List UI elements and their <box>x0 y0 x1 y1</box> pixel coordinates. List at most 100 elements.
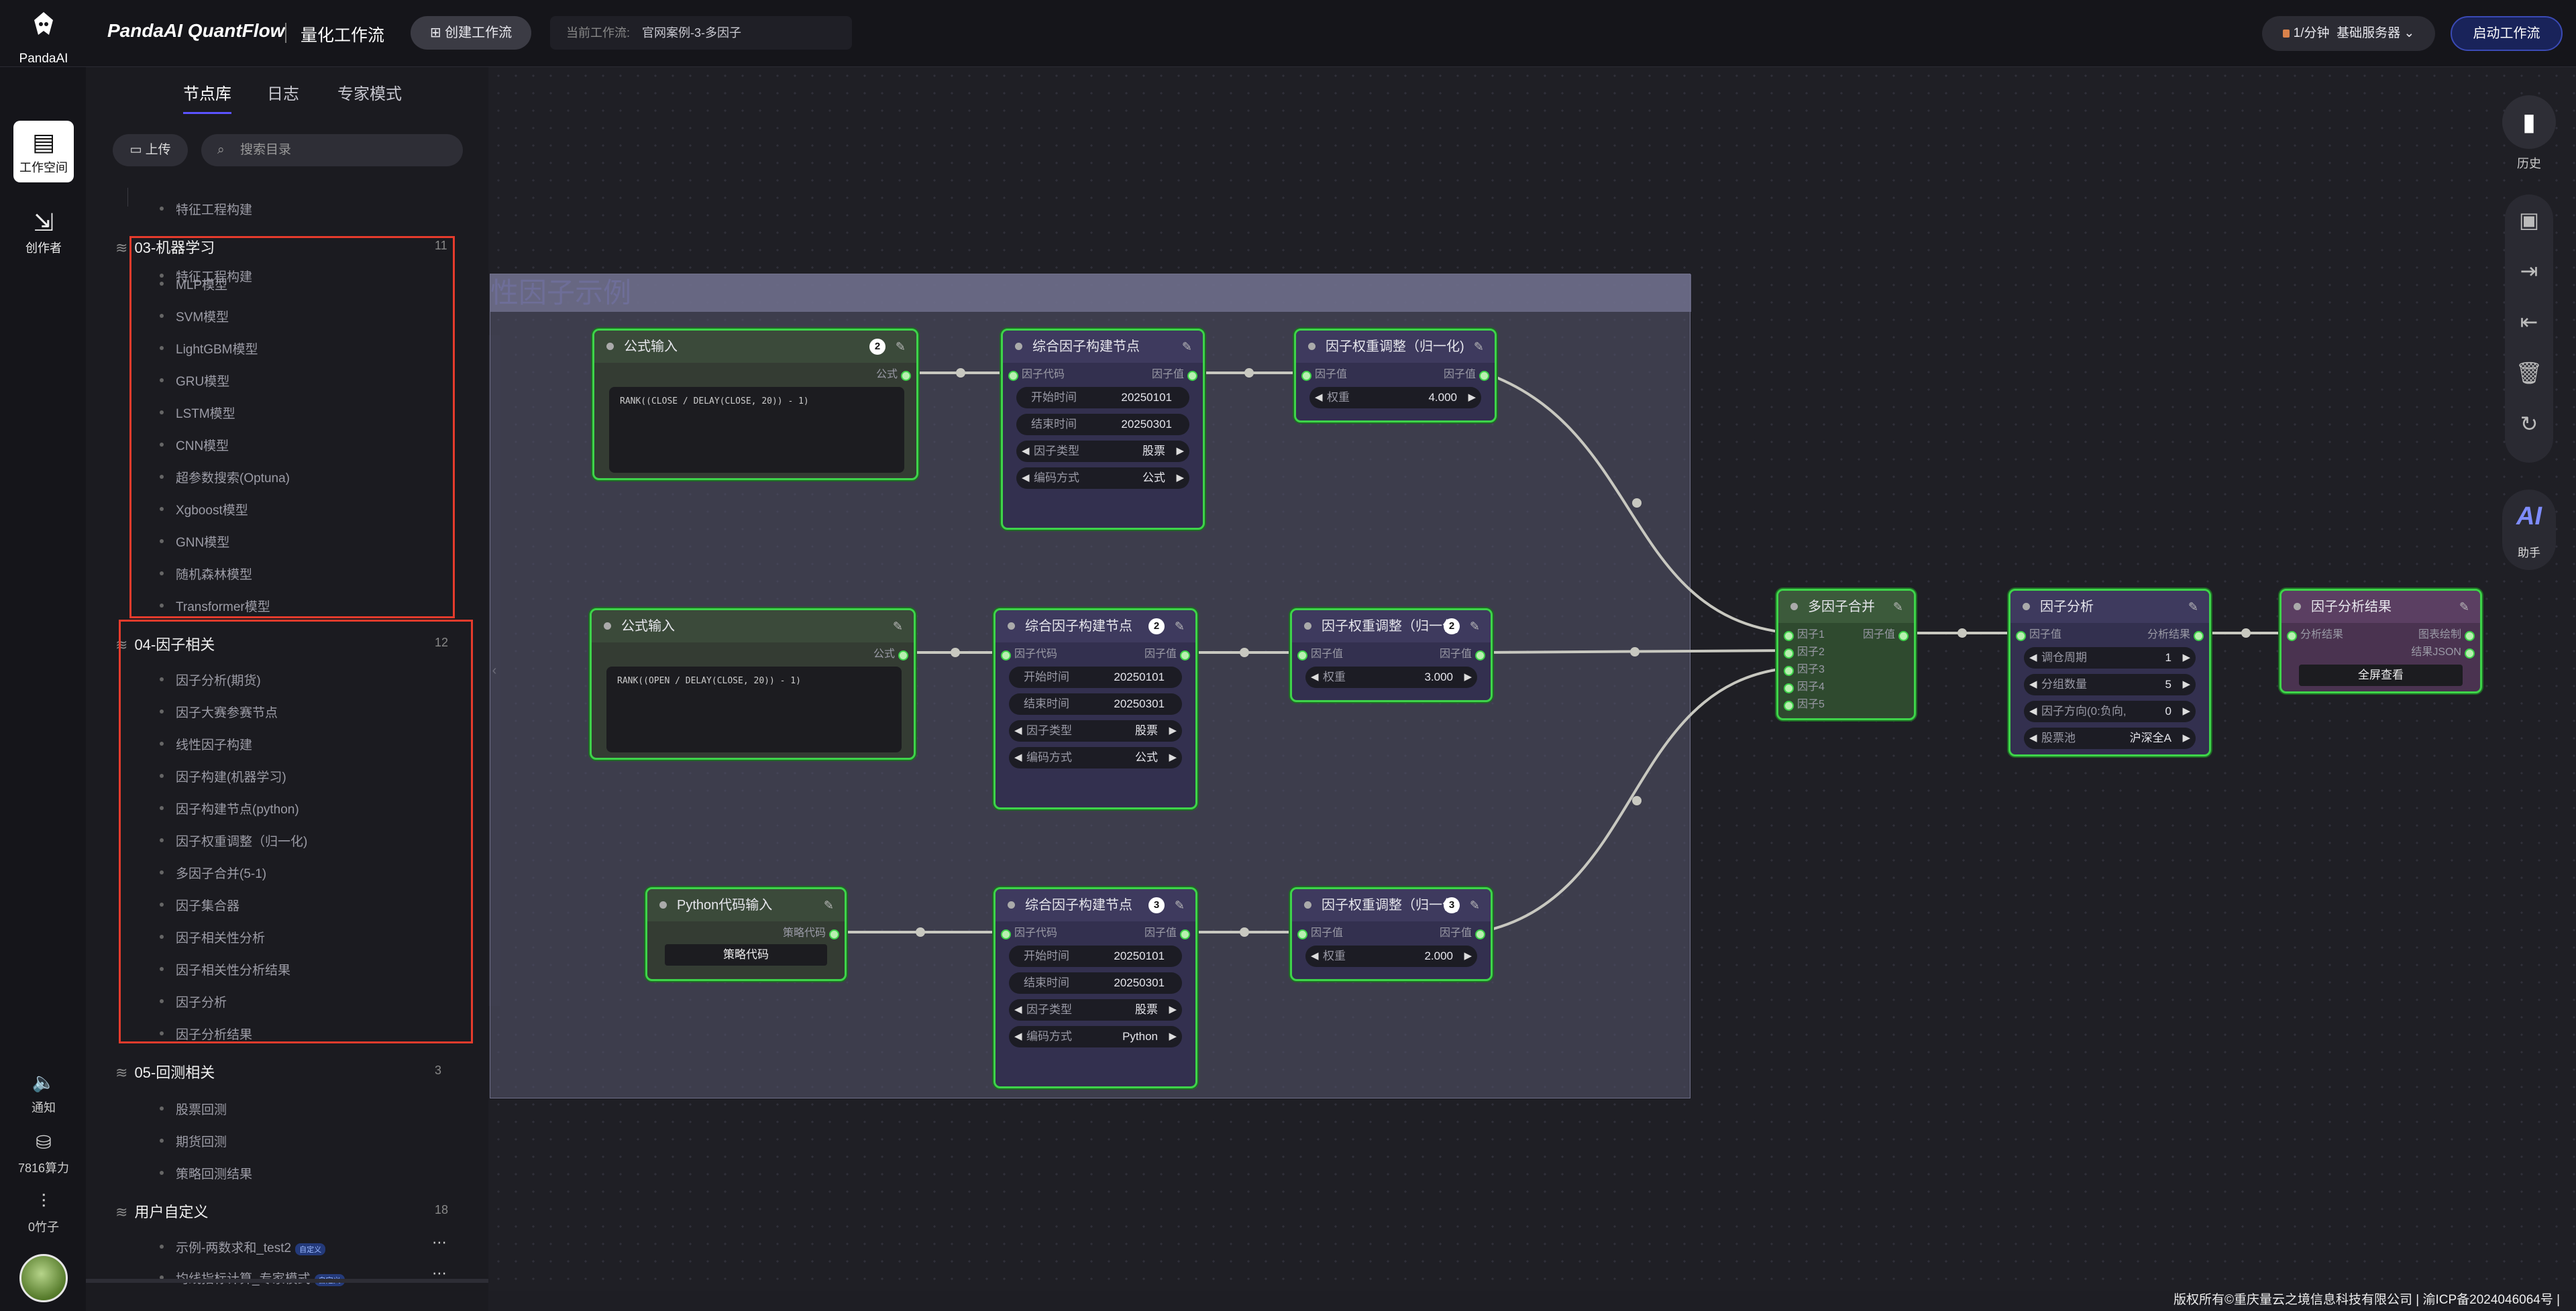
input-port[interactable]: 因子2 <box>1784 644 1825 661</box>
list-item[interactable]: 因子分析 <box>159 992 227 1011</box>
edit-icon[interactable]: ✎ <box>1473 340 1484 353</box>
edit-icon[interactable]: ✎ <box>1469 620 1480 633</box>
arrow-right-icon[interactable]: ▶ <box>1169 1004 1177 1015</box>
output-port[interactable]: 因子值 <box>1444 367 1490 383</box>
output-port[interactable]: 图表绘制 <box>2418 627 2475 643</box>
arrow-right-icon[interactable]: ▶ <box>1176 445 1184 457</box>
list-item[interactable]: 期货回测 <box>159 1132 227 1150</box>
strategy-code-button[interactable]: 策略代码 <box>665 944 827 966</box>
start-workflow-button[interactable]: 启动工作流 <box>2451 16 2563 51</box>
list-item[interactable]: 特征工程构建 <box>159 267 252 285</box>
tab-log[interactable]: 日志 <box>267 85 299 103</box>
list-item[interactable]: 因子相关性分析 <box>159 928 265 946</box>
arrow-left-icon[interactable]: ◀ <box>2029 705 2037 717</box>
output-port[interactable]: 公式 <box>873 646 909 663</box>
stock-pool-selector[interactable]: ◀股票池沪深全A▶ <box>2024 728 2196 749</box>
arrow-right-icon[interactable]: ▶ <box>1169 1031 1177 1042</box>
list-item[interactable]: LightGBM模型 <box>159 339 258 357</box>
more-icon[interactable]: ⋯ <box>432 1234 447 1251</box>
input-port[interactable]: 因子值 <box>2015 627 2061 643</box>
list-item[interactable]: SVM模型 <box>159 307 229 325</box>
input-port[interactable]: 因子值 <box>1297 646 1343 663</box>
factor-direction-stepper[interactable]: ◀因子方向(0:负向,0▶ <box>2024 701 2196 722</box>
arrow-left-icon[interactable]: ◀ <box>2029 652 2037 663</box>
edit-icon[interactable]: ✎ <box>2459 600 2469 614</box>
arrow-left-icon[interactable]: ◀ <box>1022 472 1030 483</box>
save-icon[interactable]: ▣ <box>2518 208 2540 232</box>
import-icon[interactable]: ⇤ <box>2520 310 2538 334</box>
upload-button[interactable]: ▭ 上传 <box>113 134 188 166</box>
list-item[interactable]: CNN模型 <box>159 436 229 454</box>
input-port[interactable]: 分析结果 <box>2286 627 2343 643</box>
arrow-right-icon[interactable]: ▶ <box>1169 752 1177 763</box>
arrow-right-icon[interactable]: ▶ <box>1468 392 1476 403</box>
trash-icon[interactable]: 🗑 <box>2515 361 2543 385</box>
current-workflow-field[interactable]: 当前工作流:官网案例-3-多因子 <box>550 16 852 50</box>
rail-item-coins[interactable]: ⫶ 0竹子 <box>13 1186 74 1235</box>
output-port[interactable]: 因子值 <box>1863 627 1909 643</box>
output-port[interactable]: 因子值 <box>1152 367 1198 383</box>
list-item[interactable]: 因子构建(机器学习) <box>160 767 286 785</box>
rail-item-notify[interactable]: 🔈 通知 <box>13 1066 74 1116</box>
node-factor-analysis-result[interactable]: 因子分析结果✎ 分析结果图表绘制 结果JSON 全屏查看 <box>2279 589 2482 693</box>
input-port[interactable]: 因子1 <box>1784 627 1825 643</box>
arrow-right-icon[interactable]: ▶ <box>1169 725 1177 736</box>
fullscreen-view-button[interactable]: 全屏查看 <box>2299 665 2463 686</box>
server-selector[interactable]: 1/分钟 基础服务器 ⌄ <box>2262 16 2435 51</box>
output-port[interactable]: 策略代码 <box>783 925 840 942</box>
arrow-left-icon[interactable]: ◀ <box>1315 392 1323 403</box>
arrow-left-icon[interactable]: ◀ <box>2029 732 2037 744</box>
arrow-right-icon[interactable]: ▶ <box>1464 950 1472 962</box>
arrow-left-icon[interactable]: ◀ <box>1022 445 1030 457</box>
arrow-right-icon[interactable]: ▶ <box>2182 652 2190 663</box>
rail-item-compute[interactable]: ⛁ 7816算力 <box>13 1127 74 1176</box>
factor-type-selector[interactable]: ◀因子类型股票▶ <box>1016 441 1189 462</box>
list-item[interactable]: 策略回测结果 <box>159 1164 252 1182</box>
output-port[interactable]: 结果JSON <box>2411 644 2475 661</box>
arrow-left-icon[interactable]: ◀ <box>1014 1031 1022 1042</box>
list-item[interactable]: Xgboost模型 <box>160 500 248 518</box>
list-item[interactable]: GNN模型 <box>159 532 229 551</box>
list-item[interactable]: 因子分析结果 <box>159 1025 252 1043</box>
input-port[interactable]: 因子代码 <box>1000 925 1057 942</box>
list-item[interactable]: 多因子合并(5-1) <box>159 864 266 882</box>
edit-icon[interactable]: ✎ <box>1174 620 1185 633</box>
list-item[interactable]: LSTM模型 <box>160 404 235 422</box>
output-port[interactable]: 因子值 <box>1440 925 1486 942</box>
output-port[interactable]: 公式 <box>876 367 912 383</box>
tab-node-library[interactable]: 节点库 <box>183 80 231 114</box>
category-machine-learning[interactable]: ≋03-机器学习 <box>115 236 215 258</box>
list-item[interactable]: MLP模型 <box>159 275 227 293</box>
list-item[interactable]: 特征工程构建 <box>159 200 252 218</box>
arrow-left-icon[interactable]: ◀ <box>1311 671 1319 683</box>
list-item[interactable]: 因子分析(期货) <box>160 671 261 689</box>
output-port[interactable]: 因子值 <box>1440 646 1486 663</box>
arrow-right-icon[interactable]: ▶ <box>2182 732 2190 744</box>
edit-icon[interactable]: ✎ <box>1469 899 1480 912</box>
list-item[interactable]: 均线指标计算_专家模式自定义 <box>160 1269 345 1287</box>
factor-type-selector[interactable]: ◀因子类型股票▶ <box>1009 999 1182 1021</box>
arrow-right-icon[interactable]: ▶ <box>2182 679 2190 690</box>
edit-icon[interactable]: ✎ <box>892 620 903 633</box>
arrow-left-icon[interactable]: ◀ <box>2029 679 2037 690</box>
node-formula-input-2[interactable]: 公式输入✎ 公式 RANK((OPEN / DELAY(CLOSE, 20)) … <box>590 608 916 760</box>
input-port[interactable]: 因子4 <box>1784 679 1825 695</box>
ai-assistant-button[interactable]: AI 助手 <box>2502 490 2556 570</box>
arrow-left-icon[interactable]: ◀ <box>1014 1004 1022 1015</box>
